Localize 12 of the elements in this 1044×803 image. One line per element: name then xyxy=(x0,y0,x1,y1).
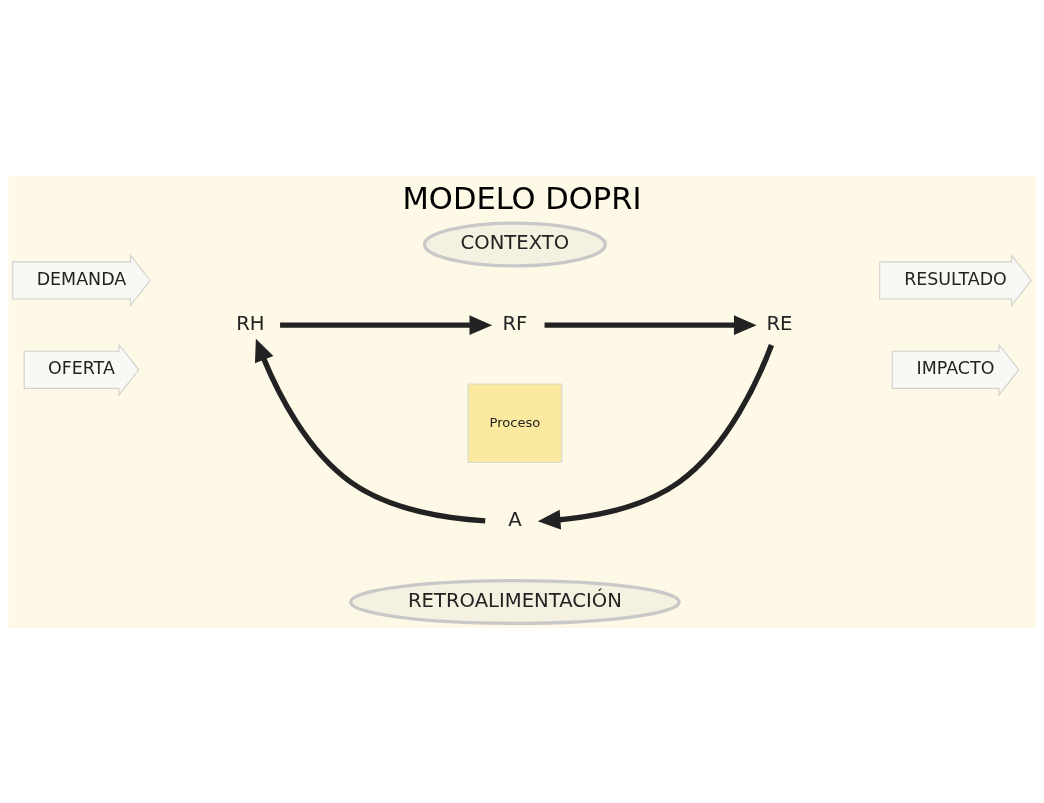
node-text: RF xyxy=(502,311,528,335)
node-text: RH xyxy=(236,311,265,335)
arrow xyxy=(254,338,486,524)
diagram-title: MODELO DOPRI xyxy=(402,180,642,216)
node-ellipse: CONTEXTO xyxy=(422,220,607,267)
node-text: A xyxy=(508,507,522,531)
node-text: RE xyxy=(766,311,793,335)
arrow xyxy=(280,314,493,335)
node-box: Proceso xyxy=(467,382,563,463)
arrow xyxy=(544,314,757,335)
node-ellipse: RETROALIMENTACIÓN xyxy=(348,578,681,625)
arrow xyxy=(537,343,774,530)
